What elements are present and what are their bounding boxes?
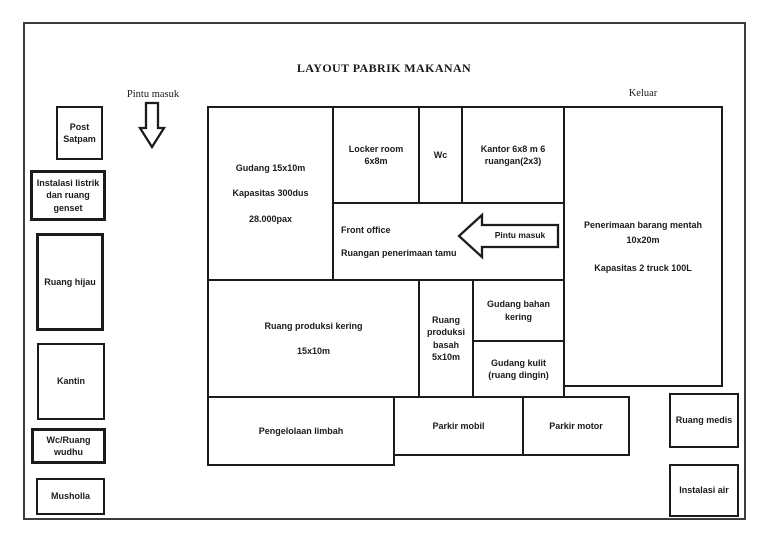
exit-label: Keluar	[628, 88, 658, 99]
room-wc-ruang-wudhu: Wc/Ruang wudhu	[31, 428, 106, 464]
room-instalasi-listrik: Instalasi listrik dan ruang genset	[30, 170, 106, 221]
room-gudang: Gudang 15x10m Kapasitas 300dus 28.000pax	[207, 106, 334, 281]
room-parkir-motor: Parkir motor	[522, 396, 630, 456]
room-ruang-hijau: Ruang hijau	[36, 233, 104, 331]
room-penerimaan: Penerimaan barang mentah 10x20m Kapasita…	[563, 106, 723, 387]
room-pengelolaan-limbah: Pengelolaan limbah	[207, 396, 395, 466]
room-musholla: Musholla	[36, 478, 105, 515]
entrance-arrow-down-icon	[138, 101, 167, 150]
room-gudang-bahan-kering: Gudang bahan kering	[472, 279, 565, 342]
entrance-label: Pintu masuk	[126, 89, 180, 100]
page-title: LAYOUT PABRIK MAKANAN	[296, 61, 472, 75]
room-produksi-kering: Ruang produksi kering 15x10m	[207, 279, 420, 398]
room-instalasi-air: Instalasi air	[669, 464, 739, 517]
door-arrow-left-icon	[457, 212, 560, 260]
room-ruang-medis: Ruang medis	[669, 393, 739, 448]
room-gudang-kulit: Gudang kulit (ruang dingin)	[472, 340, 565, 398]
door-entrance-label: Pintu masuk	[494, 230, 546, 240]
room-kantor: Kantor 6x8 m 6 ruangan(2x3)	[461, 106, 565, 204]
room-post-satpam: Post Satpam	[56, 106, 103, 160]
room-wc: Wc	[418, 106, 463, 204]
room-produksi-basah: Ruang produksi basah 5x10m	[418, 279, 474, 398]
room-parkir-mobil: Parkir mobil	[393, 396, 524, 456]
room-locker: Locker room 6x8m	[332, 106, 420, 204]
room-kantin: Kantin	[37, 343, 105, 420]
